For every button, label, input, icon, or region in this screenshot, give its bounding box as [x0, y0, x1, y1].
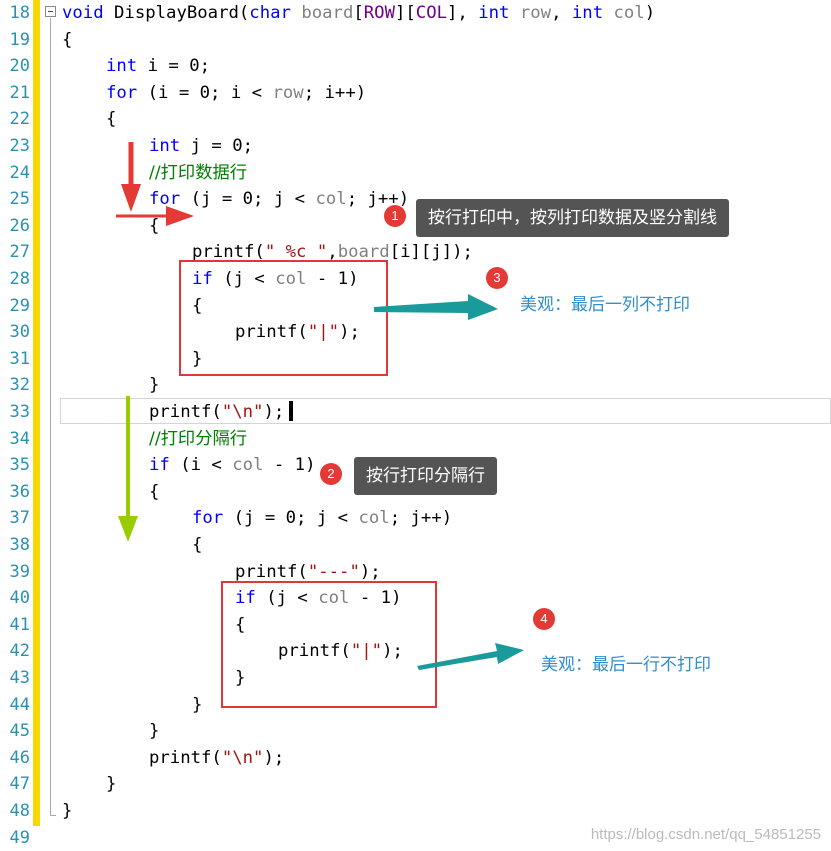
code-line-35: if (i < col - 1): [149, 455, 316, 476]
code-line-31: }: [192, 348, 203, 369]
line-number: 41: [9, 614, 30, 635]
code-line-45: }: [149, 721, 160, 742]
code-line-38: {: [192, 535, 203, 555]
green-down-arrow-icon: [118, 396, 138, 542]
line-number: 33: [9, 402, 30, 422]
line-number: 43: [9, 668, 30, 688]
code-line-43: }: [235, 668, 246, 688]
line-number: 37: [9, 508, 30, 529]
code-line-28: if (j < col - 1): [192, 269, 359, 289]
code-line-42: printf("|");: [278, 641, 403, 662]
code-line-23: int j = 0;: [149, 136, 254, 156]
line-number: 39: [9, 561, 30, 582]
highlight-box-row-separator: [221, 581, 437, 708]
teal-right-arrow-icon: [374, 294, 498, 320]
code-line-47: }: [106, 774, 117, 795]
line-number: 18: [9, 3, 30, 23]
code-line-26: {: [149, 215, 160, 236]
line-number: 49: [9, 827, 30, 848]
code-line-24: //打印数据行: [149, 162, 248, 183]
annotation-badge-4: 4: [533, 608, 555, 630]
code-line-44: }: [192, 694, 203, 715]
code-line-19: {: [62, 29, 73, 50]
tooltip-print-data-rows: 按行打印中，按列打印数据及竖分割线: [416, 199, 729, 237]
line-number: 42: [9, 641, 30, 662]
line-number: 20: [9, 56, 30, 77]
fold-guide-end: [50, 815, 56, 816]
code-line-18: void DisplayBoard(char board[ROW][COL], …: [62, 3, 656, 23]
line-number: 25: [9, 189, 30, 210]
teal-right-arrow-icon-2: [417, 643, 524, 670]
line-number: 30: [9, 322, 30, 343]
fold-guide: [50, 18, 51, 816]
line-number: 47: [9, 774, 30, 795]
line-number: 21: [9, 82, 30, 103]
red-down-arrow-icon: [121, 142, 141, 212]
annotation-badge-3: 3: [486, 267, 508, 289]
line-number: 23: [9, 136, 30, 156]
line-number-gutter: 18 19 20 21 22 23 24 25 26 27 28 29 30 3…: [0, 0, 32, 849]
annotation-badge-1: 1: [384, 205, 406, 227]
code-line-29: {: [192, 295, 203, 316]
code-line-46: printf("\n");: [149, 747, 285, 768]
annotation-badge-2: 2: [320, 463, 342, 485]
code-line-40: if (j < col - 1): [235, 588, 402, 609]
code-line-27: printf(" %c ",board[i][j]);: [192, 242, 473, 263]
line-number: 26: [9, 215, 30, 236]
code-line-33: printf("\n");: [149, 402, 285, 422]
tooltip-print-separator-row: 按行打印分隔行: [354, 457, 497, 495]
code-line-20: int i = 0;: [106, 56, 211, 77]
line-number: 48: [9, 801, 30, 821]
code-line-21: for (i = 0; i < row; i++): [106, 82, 367, 103]
highlight-box-column-separator: [179, 260, 388, 376]
note-last-column: 美观：最后一列不打印: [520, 295, 690, 315]
code-line-22: {: [106, 109, 117, 130]
code-line-30: printf("|");: [235, 322, 360, 343]
line-number: 36: [9, 481, 30, 502]
changed-lines-marker: [33, 0, 40, 826]
code-line-32: }: [149, 375, 160, 396]
line-number: 31: [9, 348, 30, 369]
watermark: https://blog.csdn.net/qq_54851255: [590, 826, 821, 843]
line-number: 38: [9, 535, 30, 555]
code-line-36: {: [149, 481, 160, 502]
line-number: 24: [9, 162, 30, 183]
line-number: 27: [9, 242, 30, 263]
line-number: 46: [9, 747, 30, 768]
note-last-row: 美观：最后一行不打印: [541, 655, 711, 675]
line-number: 34: [9, 428, 30, 449]
code-line-48: }: [62, 801, 73, 821]
code-line-34: //打印分隔行: [149, 428, 248, 449]
red-right-arrow-icon: [116, 206, 194, 226]
line-number: 22: [9, 109, 30, 130]
code-line-41: {: [235, 614, 246, 635]
code-line-39: printf("---");: [235, 561, 381, 582]
line-number: 19: [9, 29, 30, 50]
line-number: 40: [9, 588, 30, 609]
code-line-25: for (j = 0; j < col; j++): [149, 189, 410, 210]
code-line-37: for (j = 0; j < col; j++): [192, 508, 453, 529]
line-number: 35: [9, 455, 30, 476]
line-number: 28: [9, 269, 30, 289]
line-number: 32: [9, 375, 30, 396]
line-number: 45: [9, 721, 30, 742]
line-number: 29: [9, 295, 30, 316]
line-number: 44: [9, 694, 30, 715]
text-caret: [289, 401, 293, 421]
collapse-toggle-icon[interactable]: [45, 6, 56, 17]
